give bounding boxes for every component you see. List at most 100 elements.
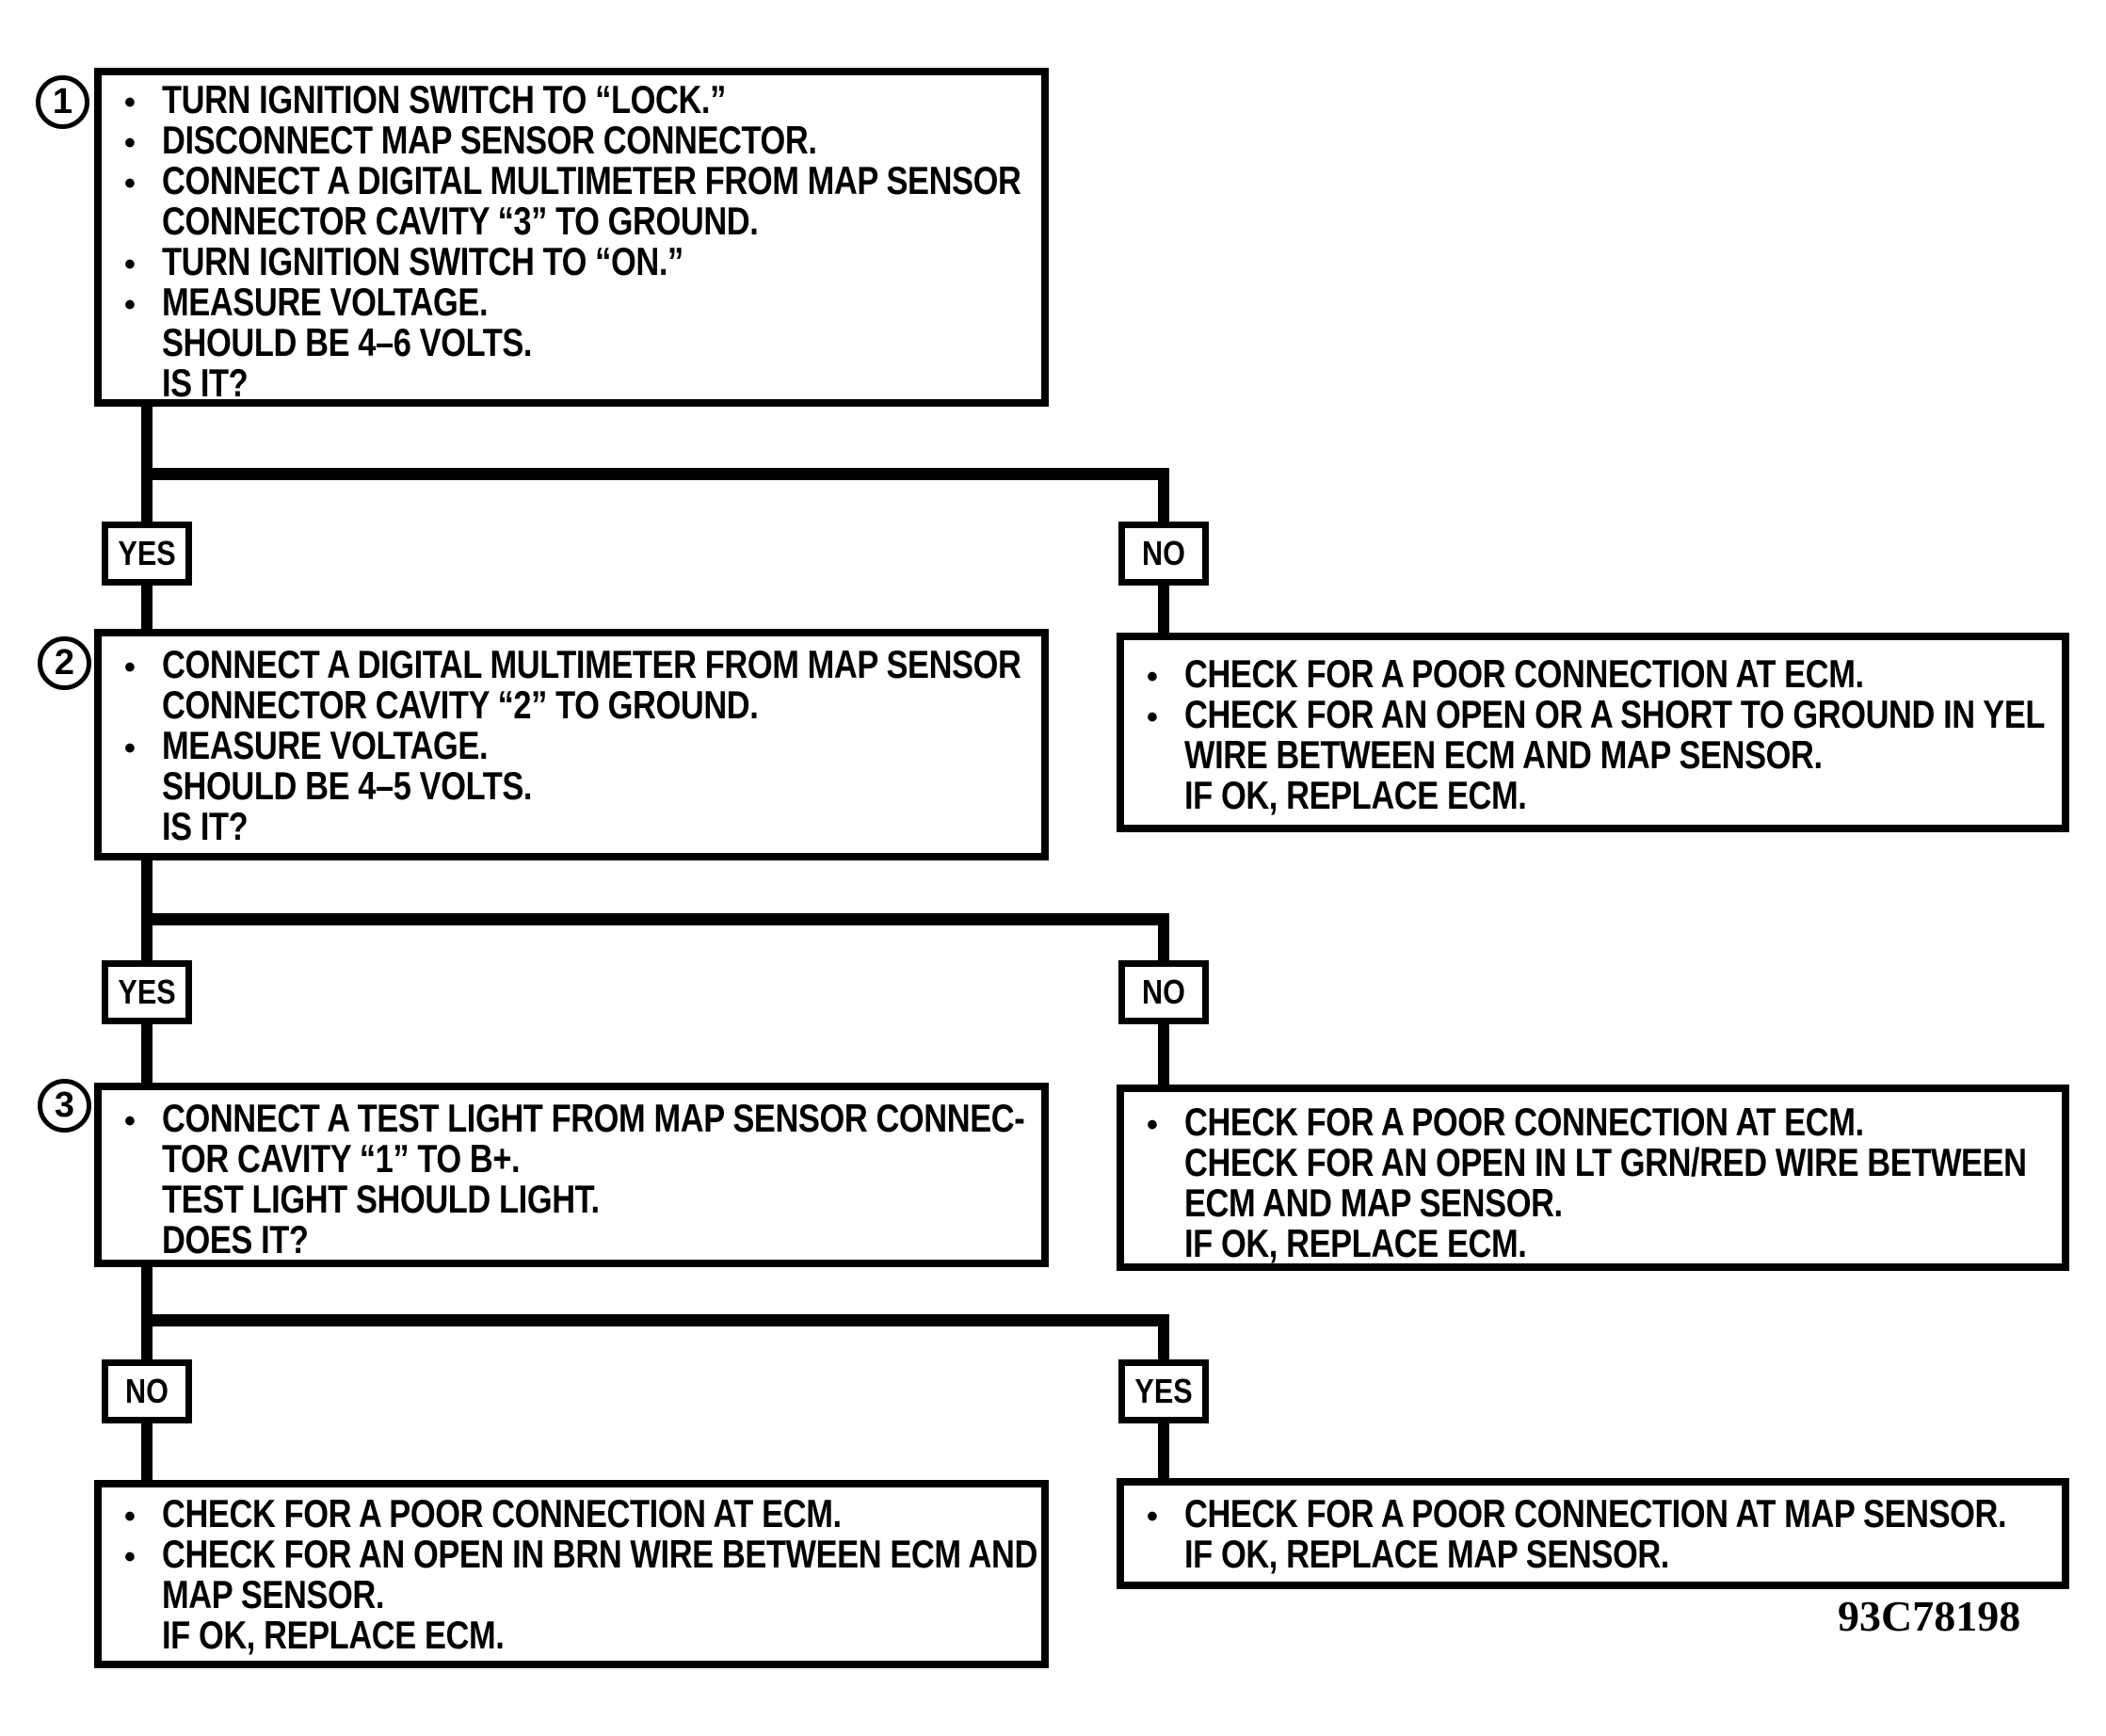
text-line: •DISCONNECT MAP SENSOR CONNECTOR. bbox=[122, 118, 1026, 162]
text-line-content: CHECK FOR AN OPEN IN BRN WIRE BETWEEN EC… bbox=[162, 1532, 1037, 1576]
text-line: • CHECK FOR A POOR CONNECTION AT ECM. bbox=[1145, 651, 2047, 696]
text-line-content: CONNECT A DIGITAL MULTIMETER FROM MAP SE… bbox=[162, 158, 1021, 202]
text-line-content: CHECK FOR A POOR CONNECTION AT ECM. bbox=[162, 1491, 842, 1535]
text-line-content: MAP SENSOR. bbox=[162, 1572, 384, 1616]
step1-yes-label-text: YES bbox=[118, 534, 176, 572]
text-line: DOES IT? bbox=[122, 1219, 1026, 1260]
text-line: IF OK, REPLACE MAP SENSOR. bbox=[1145, 1534, 2047, 1574]
step-3-box: • CONNECT A TEST LIGHT FROM MAP SENSOR CO… bbox=[94, 1083, 1049, 1267]
bullet-point: • bbox=[124, 85, 136, 121]
step2-yes-label-text: YES bbox=[118, 972, 176, 1011]
step1-yes-label: YES bbox=[102, 522, 192, 586]
text-line-content: CHECK FOR AN OPEN OR A SHORT TO GROUND I… bbox=[1184, 692, 2046, 736]
step3-yes-label: YES bbox=[1118, 1359, 1209, 1423]
bullet-point: • bbox=[124, 650, 136, 685]
connector-step2-branch-line bbox=[141, 913, 1169, 925]
figure-id: 93C78198 bbox=[1838, 1592, 2021, 1640]
text-line-content: MEASURE VOLTAGE. bbox=[162, 723, 489, 767]
step3-no-label-text: NO bbox=[125, 1372, 169, 1410]
text-line-content: CONNECTOR CAVITY “3” TO GROUND. bbox=[162, 199, 759, 243]
text-line-content: CONNECT A TEST LIGHT FROM MAP SENSOR CON… bbox=[162, 1096, 1025, 1140]
text-line-content: CHECK FOR A POOR CONNECTION AT ECM. bbox=[1184, 1100, 1864, 1144]
bullet-point: • bbox=[124, 731, 136, 766]
connector-step1-yes-to-step2 bbox=[141, 584, 153, 629]
step-3-number-circle: 3 bbox=[38, 1079, 91, 1133]
text-line-content: DOES IT? bbox=[162, 1217, 309, 1262]
text-line: WIRE BETWEEN ECM AND MAP SENSOR. bbox=[1145, 734, 2047, 775]
text-line-content: CHECK FOR A POOR CONNECTION AT MAP SENSO… bbox=[1184, 1491, 2007, 1535]
text-line-content: ECM AND MAP SENSOR. bbox=[1184, 1181, 1563, 1225]
text-line: MAP SENSOR. bbox=[122, 1574, 1026, 1615]
text-line-content: TURN IGNITION SWITCH TO “LOCK.” bbox=[162, 77, 726, 121]
text-line-content: CONNECTOR CAVITY “2” TO GROUND. bbox=[162, 683, 759, 727]
bullet-point: • bbox=[124, 1539, 136, 1575]
connector-step2-right-stem bbox=[1158, 924, 1169, 960]
text-line: • CHECK FOR A POOR CONNECTION AT ECM. bbox=[122, 1491, 1026, 1535]
bullet-point: • bbox=[124, 166, 136, 201]
connector-step1-right-stem bbox=[1158, 478, 1169, 522]
result-step3-yes-box: • CHECK FOR A POOR CONNECTION AT MAP SENS… bbox=[1117, 1478, 2069, 1589]
connector-step2-left-stem bbox=[141, 855, 153, 960]
result-step1-no-box: • CHECK FOR A POOR CONNECTION AT ECM. • CHE… bbox=[1117, 633, 2069, 832]
bullet-point: • bbox=[1147, 1499, 1158, 1535]
text-line-content: CHECK FOR A POOR CONNECTION AT ECM. bbox=[1184, 651, 1864, 696]
text-line: IF OK, REPLACE ECM. bbox=[122, 1615, 1026, 1655]
text-line: IF OK, REPLACE ECM. bbox=[1145, 1223, 2047, 1263]
text-line: •TURN IGNITION SWITCH TO “ON.” bbox=[122, 241, 1026, 282]
text-line: CONNECTOR CAVITY “2” TO GROUND. bbox=[122, 684, 1026, 725]
step-2-box: • CONNECT A DIGITAL MULTIMETER FROM MAP S… bbox=[94, 629, 1049, 860]
text-line-content: MEASURE VOLTAGE. bbox=[162, 280, 489, 324]
connector-step2-yes-to-step3 bbox=[141, 1022, 153, 1083]
text-line-content: TEST LIGHT SHOULD LIGHT. bbox=[162, 1177, 600, 1221]
step1-no-label-text: NO bbox=[1142, 534, 1185, 572]
connector-step1-left-stem bbox=[141, 401, 153, 522]
text-line-content: DISCONNECT MAP SENSOR CONNECTOR. bbox=[162, 118, 817, 162]
text-line-content: IF OK, REPLACE ECM. bbox=[1184, 773, 1527, 817]
text-line-content: TOR CAVITY “1” TO B+. bbox=[162, 1136, 521, 1181]
text-line: CHECK FOR AN OPEN IN LT GRN/RED WIRE BET… bbox=[1145, 1142, 2047, 1182]
connector-step3-left-stem bbox=[141, 1262, 153, 1359]
bullet-point: • bbox=[1147, 1107, 1158, 1143]
text-line-content: SHOULD BE 4–5 VOLTS. bbox=[162, 764, 533, 808]
text-line-content: IF OK, REPLACE ECM. bbox=[1184, 1221, 1527, 1265]
step-3-number: 3 bbox=[54, 1085, 75, 1125]
bullet-point: • bbox=[1147, 659, 1158, 695]
text-line: • CHECK FOR A POOR CONNECTION AT MAP SENS… bbox=[1145, 1491, 2047, 1535]
connector-step2-no-to-result bbox=[1158, 1022, 1169, 1085]
step-1-number-circle: 1 bbox=[36, 75, 89, 129]
text-line: • CONNECT A TEST LIGHT FROM MAP SENSOR CO… bbox=[122, 1096, 1026, 1140]
text-line: • TURN IGNITION SWITCH TO “LOCK.” bbox=[122, 77, 1026, 121]
text-line-content: CONNECT A DIGITAL MULTIMETER FROM MAP SE… bbox=[162, 642, 1021, 686]
step1-no-label: NO bbox=[1118, 522, 1209, 586]
text-line-content: CHECK FOR AN OPEN IN LT GRN/RED WIRE BET… bbox=[1184, 1140, 2027, 1184]
text-line: • CHECK FOR AN OPEN OR A SHORT TO GROUND … bbox=[1145, 692, 2047, 736]
text-line-content: IS IT? bbox=[162, 361, 249, 405]
text-line-content: IS IT? bbox=[162, 804, 249, 848]
text-line: • MEASURE VOLTAGE. bbox=[122, 723, 1026, 767]
text-line: IF OK, REPLACE ECM. bbox=[1145, 775, 2047, 815]
text-line: • CHECK FOR A POOR CONNECTION AT ECM. bbox=[1145, 1100, 2047, 1144]
text-line-content: SHOULD BE 4–6 VOLTS. bbox=[162, 320, 533, 364]
step2-no-label: NO bbox=[1118, 960, 1209, 1024]
text-line: TEST LIGHT SHOULD LIGHT. bbox=[122, 1179, 1026, 1219]
bullet-point: • bbox=[124, 287, 136, 323]
text-line: • MEASURE VOLTAGE. bbox=[122, 280, 1026, 324]
bullet-point: • bbox=[124, 1103, 136, 1139]
connector-step3-no-to-result bbox=[141, 1422, 153, 1480]
text-line: • CONNECT A DIGITAL MULTIMETER FROM MAP S… bbox=[122, 160, 1026, 201]
text-line-content: IF OK, REPLACE MAP SENSOR. bbox=[1184, 1532, 1669, 1576]
text-line: CONNECTOR CAVITY “3” TO GROUND. bbox=[122, 201, 1026, 241]
text-line-content: WIRE BETWEEN ECM AND MAP SENSOR. bbox=[1184, 732, 1823, 777]
text-line: TOR CAVITY “1” TO B+. bbox=[122, 1138, 1026, 1179]
connector-step3-branch-line bbox=[141, 1314, 1169, 1326]
step3-yes-label-text: YES bbox=[1134, 1372, 1193, 1410]
text-line: • CHECK FOR AN OPEN IN BRN WIRE BETWEEN E… bbox=[122, 1534, 1037, 1575]
step-2-number: 2 bbox=[54, 643, 75, 683]
bullet-point: • bbox=[124, 1499, 136, 1535]
bullet-point: • bbox=[1147, 699, 1158, 735]
connector-step1-no-to-result bbox=[1158, 584, 1169, 633]
text-line: SHOULD BE 4–5 VOLTS. bbox=[122, 765, 1026, 806]
bullet-point: • bbox=[124, 247, 136, 282]
text-line: IS IT? bbox=[122, 361, 1026, 405]
